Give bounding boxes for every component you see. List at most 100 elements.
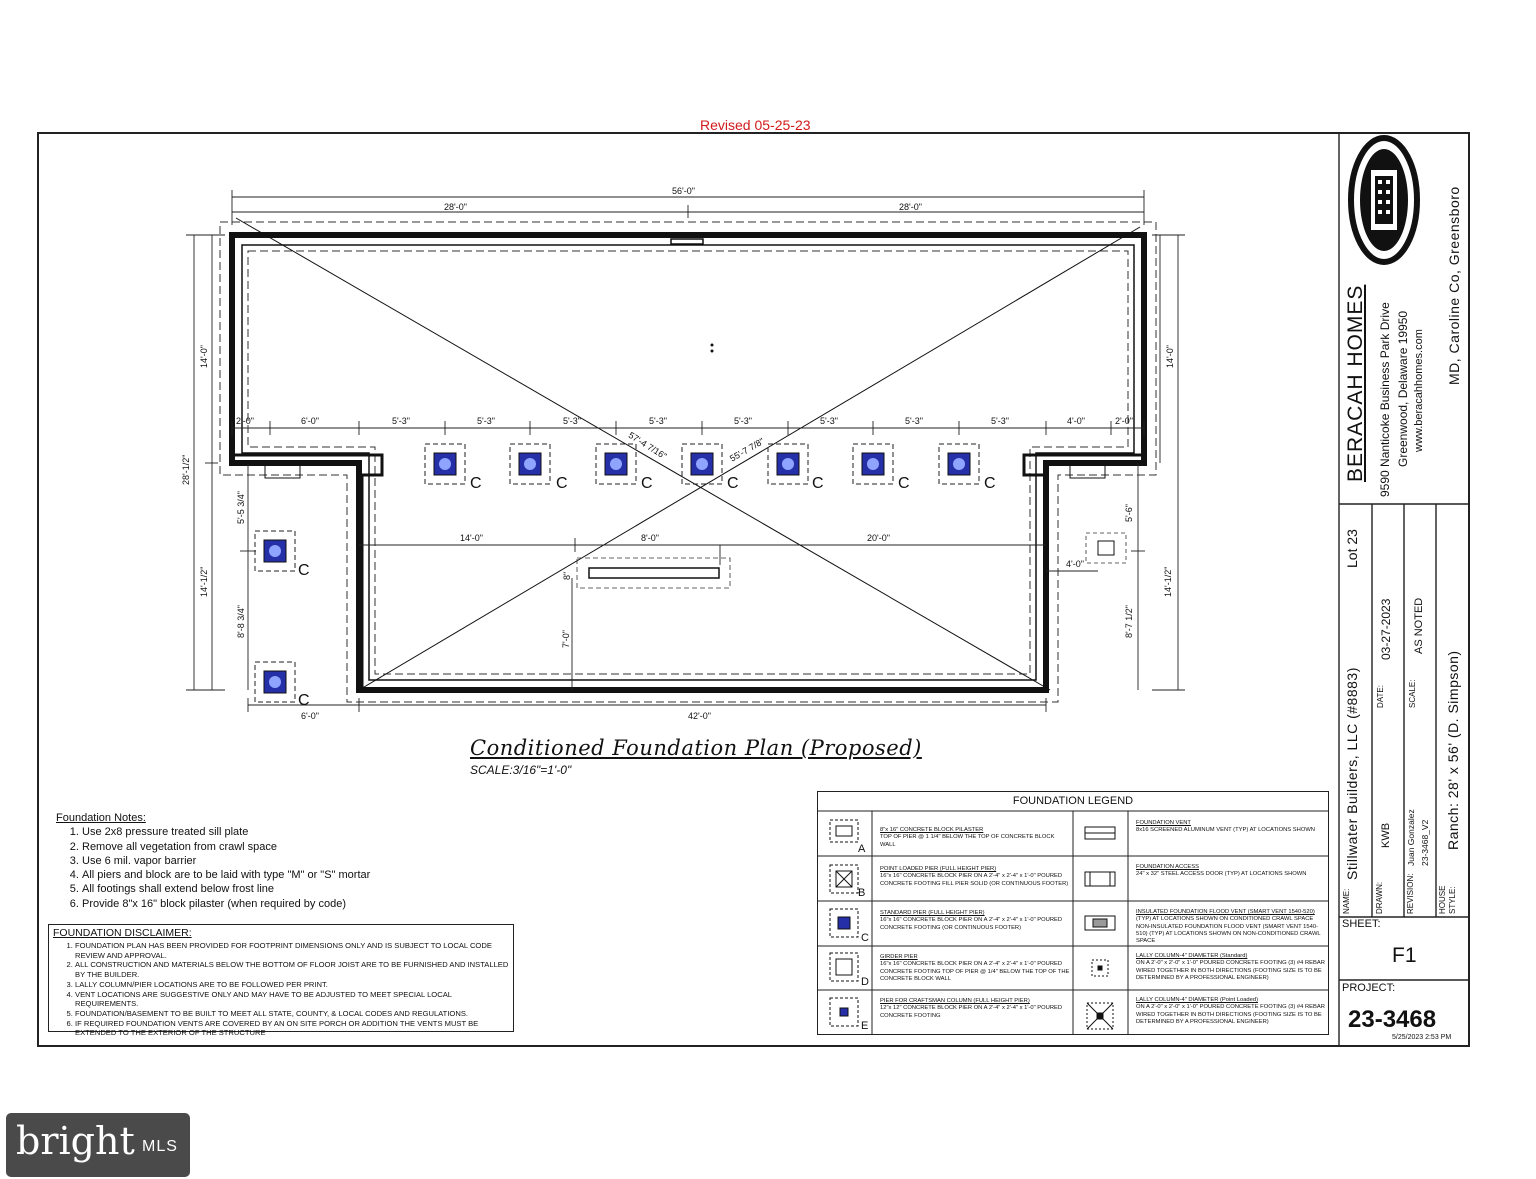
title-block-grid xyxy=(1338,133,1469,1046)
pier-c xyxy=(254,661,296,703)
pier-c xyxy=(938,443,980,485)
dim-left-5-5: 5'-5 3/4" xyxy=(236,491,246,524)
dim-seg-5-3: 5'-3" xyxy=(477,416,495,426)
builder-name: Stillwater Builders, LLC (#8883) xyxy=(1344,667,1360,880)
dim-inner-14-0: 14'-0" xyxy=(460,533,483,543)
house-style-label-1: HOUSE xyxy=(1438,885,1447,914)
dim-overall-depth: 28'-1/2" xyxy=(181,454,191,485)
house-style-label-2: STYLE: xyxy=(1448,886,1457,914)
pier-tag: C xyxy=(898,475,910,492)
pier-tag: C xyxy=(556,475,568,492)
legend-symbols xyxy=(829,819,1116,1030)
drawn-by: KWB xyxy=(1380,822,1392,848)
dim-bottom-42-0: 42'-0" xyxy=(688,711,711,721)
foundation-vent xyxy=(670,238,704,245)
drawing-scale: AS NOTED xyxy=(1413,597,1425,654)
disclaimer-item: FOUNDATION PLAN HAS BEEN PROVIDED FOR FO… xyxy=(75,941,509,960)
drawing-date: 03-27-2023 xyxy=(1379,598,1393,660)
note-item: Use 6 mil. vapor barrier xyxy=(82,854,476,868)
dim-seg-5-3: 5'-3" xyxy=(563,416,581,426)
dim-inner-8: 8" xyxy=(562,571,572,580)
project-number: 23-3468 xyxy=(1348,1006,1437,1033)
legend-entry-c: STANDARD PIER (FULL HEIGHT PIER)16"x 16"… xyxy=(880,910,1063,931)
disclaimer-item: FOUNDATION/BASEMENT TO BE BUILT TO MEET … xyxy=(75,1009,509,1019)
legend-title: FOUNDATION LEGEND xyxy=(1012,795,1134,807)
foundation-access-door xyxy=(1097,540,1115,556)
legend-tag-a: A xyxy=(858,843,866,855)
pier-c xyxy=(509,443,551,485)
drawn-label: DRAWN: xyxy=(1375,881,1384,914)
dim-access-4-0: 4'-0" xyxy=(1066,559,1084,569)
dim-seg-4-0: 4'-0" xyxy=(1067,416,1085,426)
foundation-disclaimer: FOUNDATION DISCLAIMER: FOUNDATION PLAN H… xyxy=(48,924,514,1037)
foundation-legend: FOUNDATION LEGEND 8"x 16" CONCRETE BLOCK… xyxy=(817,791,1329,1035)
disclaimer-item: ALL CONSTRUCTION AND MATERIALS BELOW THE… xyxy=(75,960,509,979)
pier-row xyxy=(254,443,980,703)
pier-c xyxy=(424,443,466,485)
legend-entry-e: PIER FOR CRAFTSMAN COLUMN (FULL HEIGHT P… xyxy=(880,998,1063,1019)
dim-inner-8-0: 8'-0" xyxy=(641,533,659,543)
house-style: Ranch: 28' x 56' (D. Simpson) xyxy=(1445,650,1461,850)
pier-tag: C xyxy=(984,475,996,492)
pier-c xyxy=(852,443,894,485)
dim-half-right: 28'-0" xyxy=(899,202,922,212)
left-entry-wall xyxy=(230,453,1146,690)
sheet-border xyxy=(37,132,1470,1047)
dim-seg-5-3: 5'-3" xyxy=(905,416,923,426)
diagonal-check-1 xyxy=(235,217,1051,691)
company-address-1: 9590 Nanticoke Business Park Drive xyxy=(1378,302,1392,497)
disclaimer-item: LALLY COLUMN/PIER LOCATIONS ARE TO BE FO… xyxy=(75,980,509,990)
pier-tag: C xyxy=(298,562,310,579)
plan-scale: SCALE:3/16"=1'-0" xyxy=(470,763,572,777)
pier-tag: C xyxy=(470,475,482,492)
note-item: All piers and block are to be laid with … xyxy=(82,868,476,882)
note-item: Provide 8"x 16" block pilaster (when req… xyxy=(82,897,476,911)
name-label: NAME: xyxy=(1342,888,1351,914)
lot-number: Lot 23 xyxy=(1344,529,1360,568)
footing-inner-dashed xyxy=(247,250,1129,675)
dim-seg-5-3: 5'-3" xyxy=(820,416,838,426)
pier-c xyxy=(595,443,637,485)
note-item: All footings shall extend below frost li… xyxy=(82,882,476,896)
dim-bottom-6-0: 6'-0" xyxy=(301,711,319,721)
legend-tag-d: D xyxy=(861,976,869,988)
dim-seg-6-0: 6'-0" xyxy=(301,416,319,426)
dim-seg-5-3: 5'-3" xyxy=(734,416,752,426)
dim-lower-left: 14'-1/2" xyxy=(199,566,209,597)
company-address-2: Greenwood, Delaware 19950 xyxy=(1396,310,1410,467)
revision-label: REVISION: xyxy=(1406,873,1415,914)
bright-mls-watermark: bright MLS xyxy=(6,1113,190,1177)
sheet-number: F1 xyxy=(1392,944,1417,967)
dim-lower-right: 14'-1/2" xyxy=(1163,566,1173,597)
foundation-wall-outer xyxy=(229,232,1147,693)
dim-seg-2-0-right: 2'-0" xyxy=(1115,416,1133,426)
note-item: Use 2x8 pressure treated sill plate xyxy=(82,825,476,839)
beracah-logo xyxy=(1348,135,1420,265)
scale-label: SCALE: xyxy=(1408,679,1417,708)
disclaimer-list: FOUNDATION PLAN HAS BEEN PROVIDED FOR FO… xyxy=(53,941,509,1038)
plan-title: Conditioned Foundation Plan (Proposed) xyxy=(470,736,922,760)
legend-grid xyxy=(817,810,1329,1035)
notes-title: Foundation Notes: xyxy=(56,812,146,824)
legend-entry-lally-standard: LALLY COLUMN-4" DIAMETER (Standard)ON A … xyxy=(1136,953,1325,981)
disclaimer-item: IF REQUIRED FOUNDATION VENTS ARE COVERED… xyxy=(75,1019,509,1038)
site-location: MD, Caroline Co, Greensboro xyxy=(1446,186,1462,385)
note-item: Remove all vegetation from crawl space xyxy=(82,840,476,854)
company-name: BERACAH HOMES xyxy=(1344,284,1367,482)
project-label: PROJECT: xyxy=(1342,982,1396,994)
disclaimer-title: FOUNDATION DISCLAIMER: xyxy=(53,927,192,939)
revision-by: Juan Gonzalez xyxy=(1406,809,1416,866)
pier-tag: C xyxy=(298,692,310,709)
company-website: www.beracahhomes.com xyxy=(1413,329,1425,452)
pier-c xyxy=(767,443,809,485)
dim-seg-5-3: 5'-3" xyxy=(392,416,410,426)
print-timestamp: 5/25/2023 2:53 PM xyxy=(1392,1034,1452,1041)
dim-inner-7-0: 7'-0" xyxy=(561,630,571,648)
legend-tag-e: E xyxy=(861,1020,869,1032)
legend-tag-b: B xyxy=(858,887,866,899)
watermark-brand: bright xyxy=(16,1119,135,1163)
